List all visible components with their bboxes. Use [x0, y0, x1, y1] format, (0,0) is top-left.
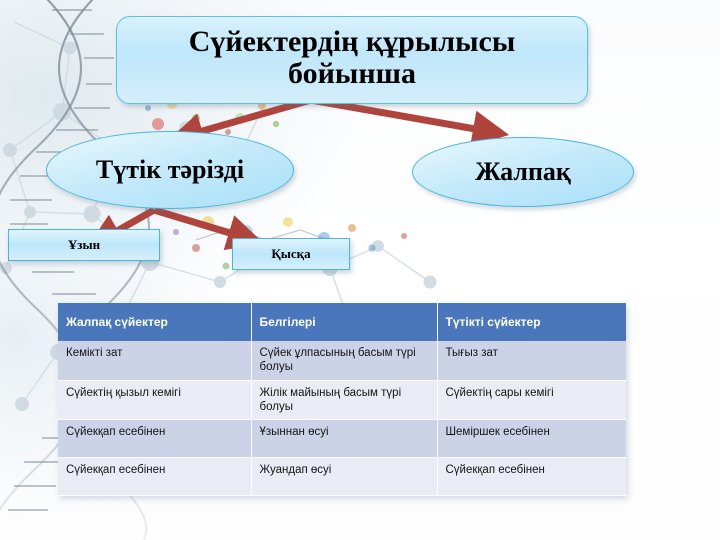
- table-row: Сүйекқап есебінен Ұзыннан өсуі Шеміршек …: [58, 419, 626, 458]
- page-title: Сүйектердің құрылысы бойынша: [188, 24, 516, 90]
- table-cell: Шеміршек есебінен: [437, 419, 626, 458]
- diagram-node-tubular-label: Түтік тәрізді: [95, 154, 245, 184]
- diagram-node-flat[interactable]: Жалпақ: [412, 137, 634, 207]
- table-cell: Тығыз зат: [437, 341, 626, 381]
- table-cell: Кемікті зат: [58, 341, 252, 381]
- table-cell: Сүйекқап есебінен: [58, 457, 252, 496]
- diagram-node-long-label: Ұзын: [67, 237, 101, 252]
- table-cell: Жілік майының басым түрі болуы: [251, 380, 438, 420]
- table-cell: Сүйек ұлпасының басым түрі болуы: [251, 341, 438, 381]
- table-row: Сүйектің қызыл кемігі Жілік майының басы…: [58, 380, 626, 420]
- diagram-node-short-label: Қысқа: [271, 246, 311, 261]
- table-header-row: Жалпақ сүйектер Белгілері Түтікті сүйект…: [58, 303, 626, 341]
- arrow-title-to-flat: [310, 96, 510, 147]
- diagram-node-long[interactable]: Ұзын: [8, 229, 160, 261]
- table-cell: Жуандап өсуі: [251, 457, 438, 496]
- diagram-node-tubular[interactable]: Түтік тәрізді: [46, 131, 294, 209]
- table-cell: Сүйектің сары кемігі: [437, 380, 626, 420]
- diagram-node-short[interactable]: Қысқа: [232, 238, 350, 270]
- table-column-header-flat-bones: Жалпақ сүйектер: [58, 303, 252, 341]
- table-cell: Сүйектің қызыл кемігі: [58, 380, 252, 420]
- comparison-table: Жалпақ сүйектер Белгілері Түтікті сүйект…: [58, 303, 626, 496]
- diagram-root-title-box[interactable]: Сүйектердің құрылысы бойынша: [116, 16, 588, 104]
- table-column-header-tubular-bones: Түтікті сүйектер: [437, 303, 626, 341]
- table-column-header-features: Белгілері: [251, 303, 438, 341]
- table-row: Кемікті зат Сүйек ұлпасының басым түрі б…: [58, 341, 626, 381]
- arrow-tubular-to-short: [152, 206, 264, 251]
- table-cell: Ұзыннан өсуі: [251, 419, 438, 458]
- table-cell: Сүйекқап есебінен: [58, 419, 252, 458]
- table-row: Сүйекқап есебінен Жуандап өсуі Сүйекқап …: [58, 457, 626, 496]
- table-cell: Сүйекқап есебінен: [437, 457, 626, 496]
- diagram-node-flat-label: Жалпақ: [475, 156, 571, 186]
